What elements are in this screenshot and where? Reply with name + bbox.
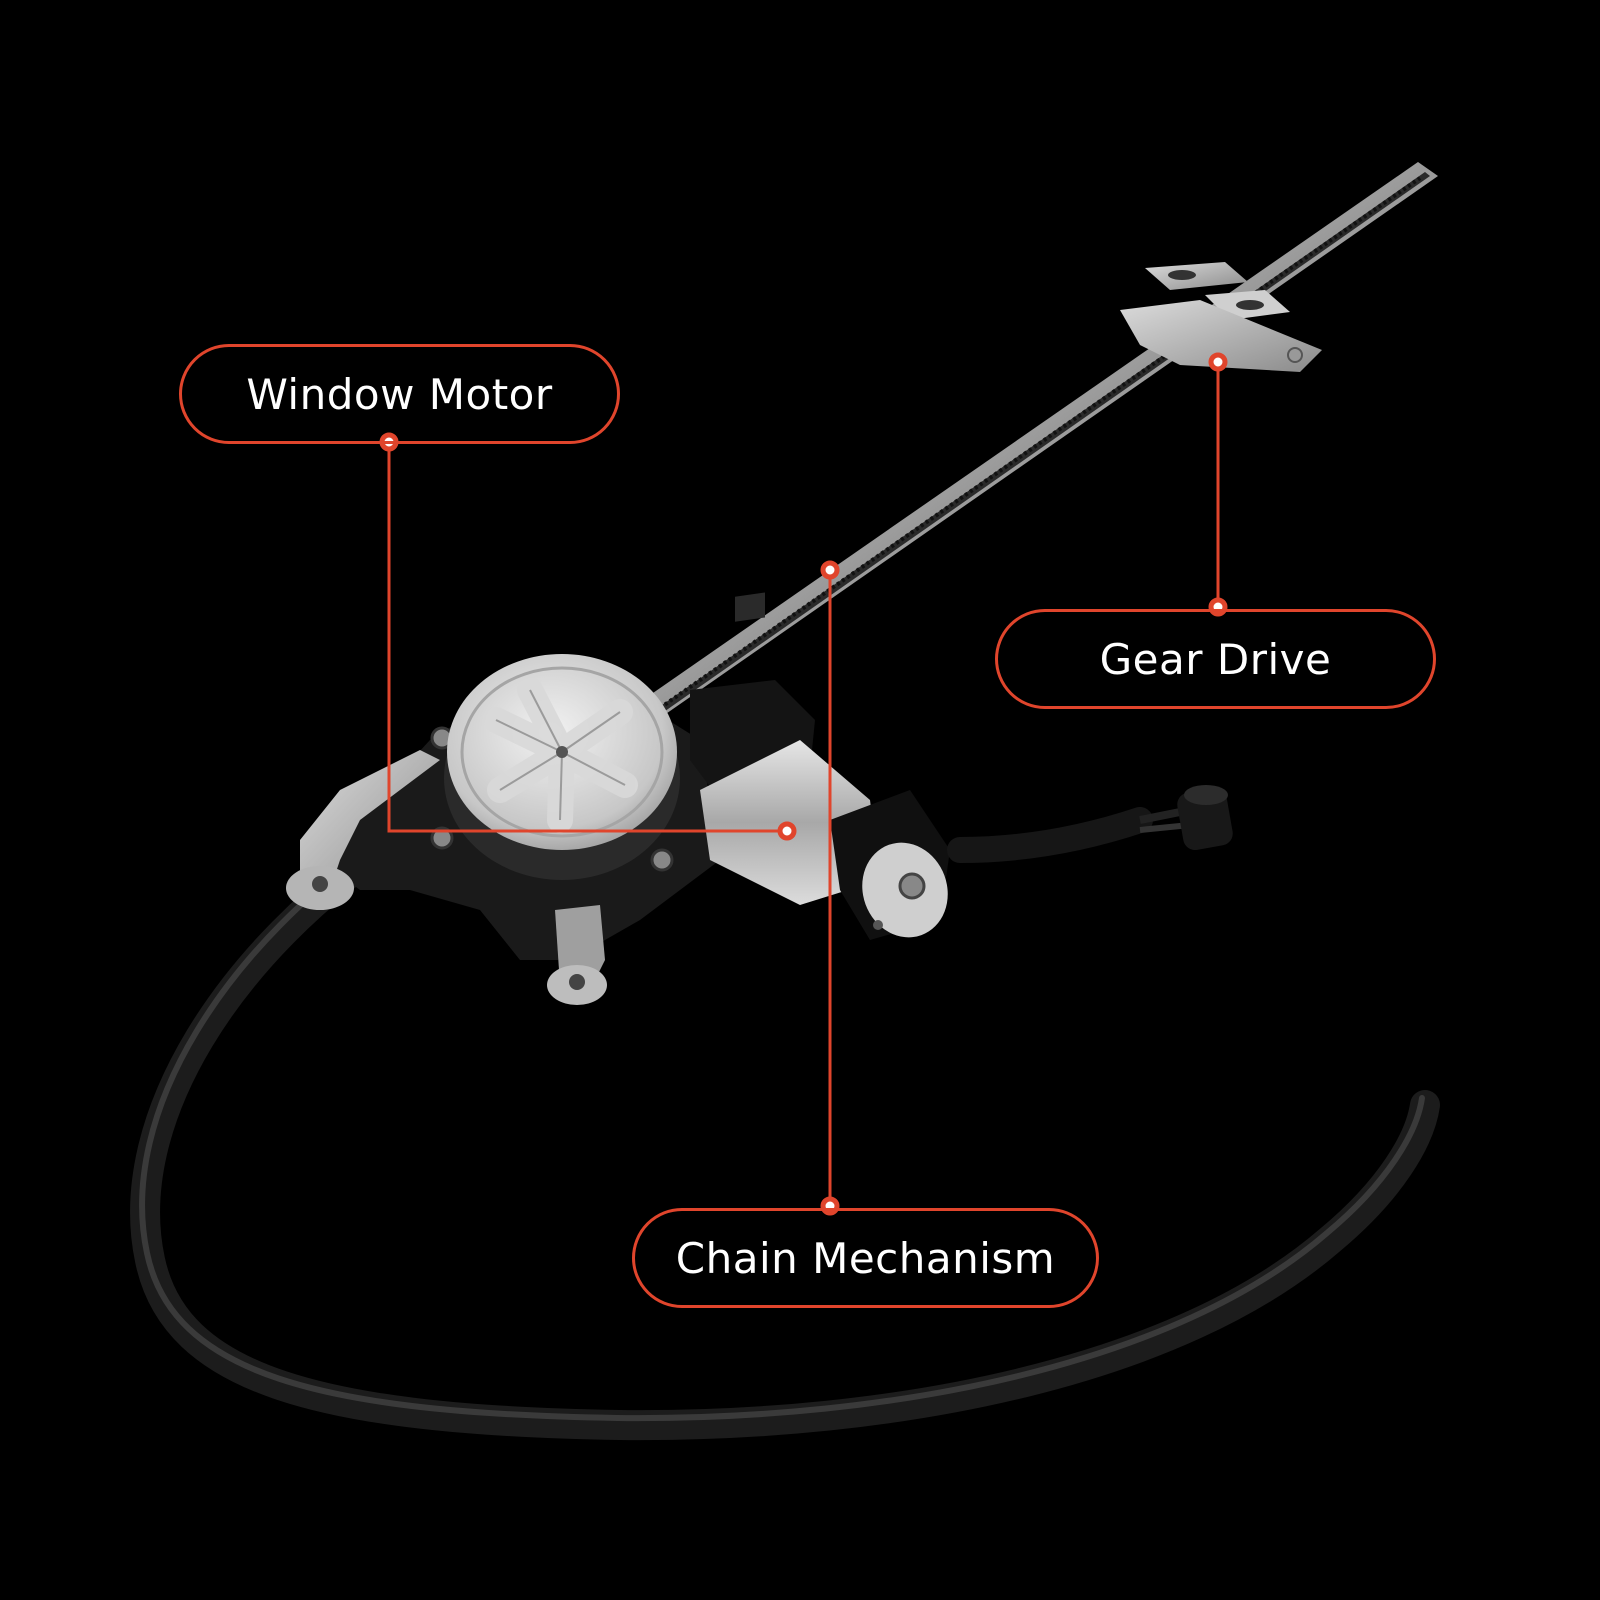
callout-window-motor: Window Motor — [179, 344, 620, 444]
leader-lines — [387, 362, 1220, 1207]
top-bracket — [1120, 262, 1322, 372]
connector-pigtail — [947, 785, 1233, 863]
callout-chain-mechanism: Chain Mechanism — [632, 1208, 1099, 1308]
gearbox-disc — [444, 654, 680, 880]
cable — [130, 825, 1440, 1441]
callout-gear-drive: Gear Drive — [995, 609, 1436, 709]
